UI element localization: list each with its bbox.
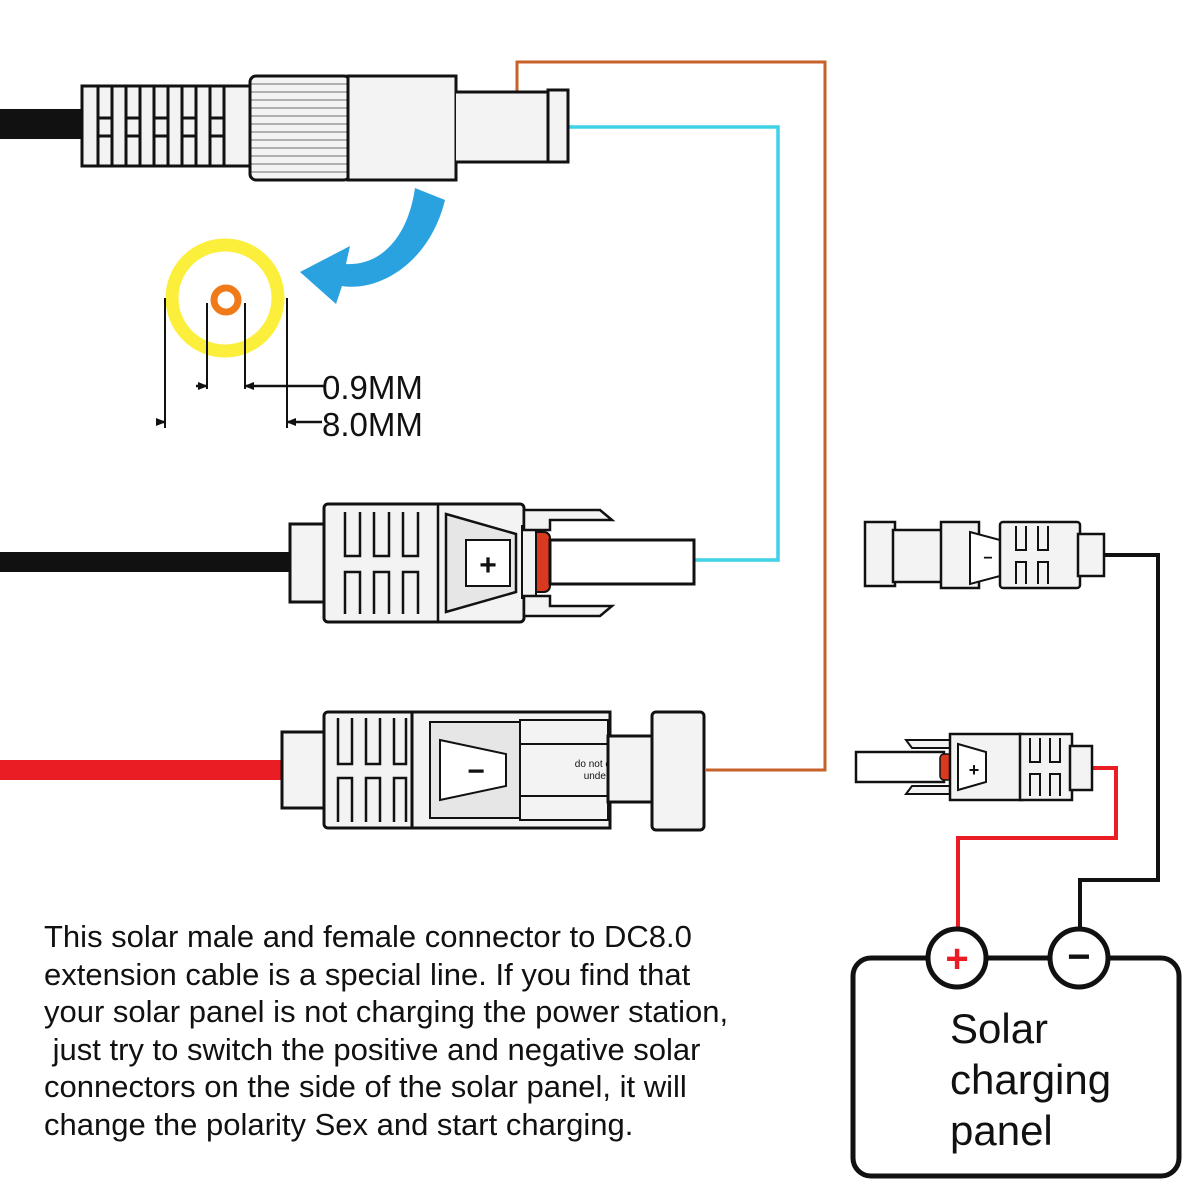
panel-female-minus-sign: − [983, 550, 992, 567]
plug-tip-end [546, 88, 570, 164]
center-pin [210, 284, 242, 316]
negative-terminal-sign: − [1067, 935, 1090, 979]
plug-end-view: 0.9MM 8.0MM [156, 238, 423, 443]
negative-terminal [1047, 926, 1111, 990]
orange-wire [515, 60, 827, 772]
male-plus-sign: + [479, 549, 497, 582]
female-tip [650, 710, 706, 832]
panel-label-line-3: panel [950, 1107, 1053, 1154]
plug-strain-relief [80, 84, 260, 168]
description-line: connectors on the side of the solar pane… [44, 1069, 687, 1104]
description-line: extension cable is a special line. If yo… [44, 956, 691, 992]
solar-panel: + − Solar charging panel [850, 926, 1182, 1179]
curved-arrow-icon [300, 188, 445, 304]
description-line: This solar male and female connector to … [44, 919, 692, 954]
plug-collar [248, 74, 352, 182]
description-text: This solar male and female connector to … [44, 918, 844, 1143]
female-sleeve [606, 734, 654, 804]
female-minus-sign: − [467, 755, 485, 788]
panel-label-line-2: charging [950, 1056, 1111, 1103]
panel-label-line-1: Solar [950, 1005, 1048, 1052]
female-nut [280, 730, 328, 810]
panel-male-connector: + [854, 732, 1094, 802]
positive-terminal [925, 926, 989, 990]
description-line: just try to switch the positive and nega… [44, 1031, 701, 1067]
panel-male-plus-sign: + [969, 760, 980, 780]
panel-negative-wire [1078, 553, 1160, 936]
plug-grip-ribs [96, 86, 226, 166]
positive-terminal-sign: + [945, 937, 968, 981]
mc4-female-connector: − do not disconnect under loading [280, 710, 706, 832]
description-line: your solar panel is not charging the pow… [44, 994, 729, 1029]
cyan-wire [568, 125, 780, 562]
male-nut [288, 522, 328, 604]
panel-positive-wire [956, 766, 1118, 935]
dc8-plug [80, 74, 570, 182]
description-line: change the polarity Sex and start chargi… [44, 1106, 634, 1142]
mc4-male-connector: + [288, 502, 696, 624]
pin-diameter-label: 0.9MM [322, 369, 423, 406]
solar-panel-box [850, 955, 1182, 1179]
male-pin [548, 538, 696, 586]
wires [0, 60, 1160, 936]
outer-diameter-label: 8.0MM [322, 406, 423, 443]
plug-body [346, 74, 458, 182]
plug-tip [456, 90, 550, 164]
panel-male-pin [854, 750, 946, 784]
panel-female-connector: − [863, 520, 1106, 590]
